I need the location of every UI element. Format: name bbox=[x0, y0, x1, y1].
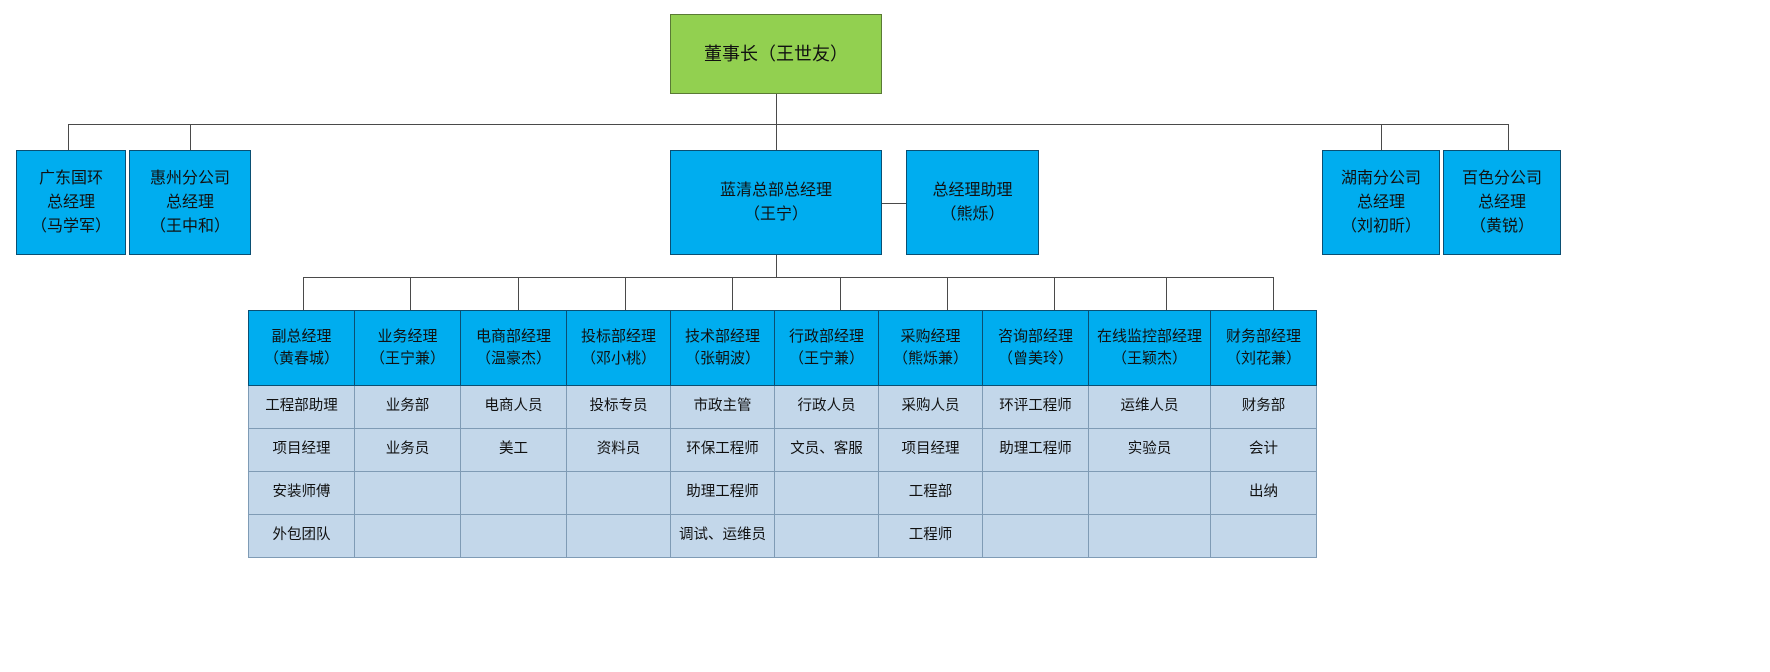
department-empty-cell bbox=[354, 471, 461, 515]
department-header-cell[interactable]: 采购经理 （熊烁兼） bbox=[878, 310, 983, 386]
department-staff-cell[interactable]: 调试、运维员 bbox=[670, 514, 775, 558]
department-staff-cell[interactable]: 业务部 bbox=[354, 385, 461, 429]
department-header-cell[interactable]: 副总经理 （黄春城） bbox=[248, 310, 355, 386]
node-guangdong-gm[interactable]: 广东国环 总经理 （马学军） bbox=[16, 150, 126, 255]
connector-hq-to-assistant bbox=[882, 203, 906, 204]
department-empty-cell bbox=[1210, 514, 1317, 558]
department-staff-cell[interactable]: 采购人员 bbox=[878, 385, 983, 429]
node-huizhou-branch-gm[interactable]: 惠州分公司 总经理 （王中和） bbox=[129, 150, 251, 255]
department-staff-row: 外包团队 调试、运维员 工程师 bbox=[248, 514, 1317, 558]
department-staff-cell[interactable]: 财务部 bbox=[1210, 385, 1317, 429]
department-empty-cell bbox=[460, 471, 567, 515]
connector-drop-dept-8 bbox=[1054, 277, 1055, 310]
department-matrix: 副总经理 （黄春城）业务经理 （王宁兼）电商部经理 （温豪杰）投标部经理 （邓小… bbox=[248, 310, 1317, 558]
department-empty-cell bbox=[1088, 514, 1211, 558]
department-staff-cell[interactable]: 助理工程师 bbox=[670, 471, 775, 515]
department-empty-cell bbox=[566, 514, 671, 558]
connector-drop-dept-4 bbox=[625, 277, 626, 310]
department-empty-cell bbox=[566, 471, 671, 515]
department-empty-cell bbox=[1088, 471, 1211, 515]
department-header-cell[interactable]: 技术部经理 （张朝波） bbox=[670, 310, 775, 386]
department-staff-cell[interactable]: 美工 bbox=[460, 428, 567, 472]
connector-drop-dept-7 bbox=[947, 277, 948, 310]
department-staff-cell[interactable]: 项目经理 bbox=[248, 428, 355, 472]
connector-drop-huizhou bbox=[190, 124, 191, 150]
department-staff-cell[interactable]: 工程师 bbox=[878, 514, 983, 558]
department-staff-cell[interactable]: 文员、客服 bbox=[774, 428, 879, 472]
department-header-cell[interactable]: 电商部经理 （温豪杰） bbox=[460, 310, 567, 386]
connector-drop-guangdong bbox=[68, 124, 69, 150]
node-chairman[interactable]: 董事长（王世友） bbox=[670, 14, 882, 94]
department-empty-cell bbox=[982, 471, 1089, 515]
department-staff-row: 项目经理业务员美工资料员环保工程师文员、客服项目经理助理工程师实验员会计 bbox=[248, 428, 1317, 472]
connector-chairman-stem bbox=[776, 94, 777, 124]
connector-drop-dept-2 bbox=[410, 277, 411, 310]
department-staff-cell[interactable]: 运维人员 bbox=[1088, 385, 1211, 429]
node-gm-assistant[interactable]: 总经理助理 （熊烁） bbox=[906, 150, 1039, 255]
department-staff-cell[interactable]: 环保工程师 bbox=[670, 428, 775, 472]
connector-drop-dept-3 bbox=[518, 277, 519, 310]
department-staff-row: 工程部助理业务部电商人员投标专员市政主管行政人员采购人员环评工程师运维人员财务部 bbox=[248, 385, 1317, 429]
connector-drop-hq bbox=[776, 124, 777, 150]
department-staff-cell[interactable]: 工程部 bbox=[878, 471, 983, 515]
department-staff-cell[interactable]: 行政人员 bbox=[774, 385, 879, 429]
connector-drop-dept-6 bbox=[840, 277, 841, 310]
connector-drop-hunan bbox=[1381, 124, 1382, 150]
department-staff-cell[interactable]: 助理工程师 bbox=[982, 428, 1089, 472]
department-staff-cell[interactable]: 工程部助理 bbox=[248, 385, 355, 429]
node-baise-branch-gm[interactable]: 百色分公司 总经理 （黄锐） bbox=[1443, 150, 1561, 255]
department-staff-cell[interactable]: 资料员 bbox=[566, 428, 671, 472]
department-empty-cell bbox=[774, 514, 879, 558]
department-header-cell[interactable]: 咨询部经理 （曾美玲） bbox=[982, 310, 1089, 386]
department-staff-cell[interactable]: 项目经理 bbox=[878, 428, 983, 472]
department-header-cell[interactable]: 行政部经理 （王宁兼） bbox=[774, 310, 879, 386]
department-header-row: 副总经理 （黄春城）业务经理 （王宁兼）电商部经理 （温豪杰）投标部经理 （邓小… bbox=[248, 310, 1317, 386]
department-staff-cell[interactable]: 环评工程师 bbox=[982, 385, 1089, 429]
department-staff-row: 安装师傅 助理工程师 工程部 出纳 bbox=[248, 471, 1317, 515]
connector-top-bus bbox=[68, 124, 1508, 125]
node-hunan-branch-gm[interactable]: 湖南分公司 总经理 （刘初昕） bbox=[1322, 150, 1440, 255]
department-staff-cell[interactable]: 外包团队 bbox=[248, 514, 355, 558]
department-staff-cell[interactable]: 市政主管 bbox=[670, 385, 775, 429]
department-header-cell[interactable]: 业务经理 （王宁兼） bbox=[354, 310, 461, 386]
node-hq-gm[interactable]: 蓝清总部总经理 （王宁） bbox=[670, 150, 882, 255]
connector-drop-baise bbox=[1508, 124, 1509, 150]
department-empty-cell bbox=[460, 514, 567, 558]
department-staff-cell[interactable]: 安装师傅 bbox=[248, 471, 355, 515]
department-header-cell[interactable]: 财务部经理 （刘花兼） bbox=[1210, 310, 1317, 386]
department-header-cell[interactable]: 在线监控部经理 （王颖杰） bbox=[1088, 310, 1211, 386]
connector-drop-dept-1 bbox=[303, 277, 304, 310]
connector-drop-dept-10 bbox=[1273, 277, 1274, 310]
department-empty-cell bbox=[982, 514, 1089, 558]
department-staff-cell[interactable]: 电商人员 bbox=[460, 385, 567, 429]
department-staff-cell[interactable]: 会计 bbox=[1210, 428, 1317, 472]
department-header-cell[interactable]: 投标部经理 （邓小桃） bbox=[566, 310, 671, 386]
department-staff-cell[interactable]: 业务员 bbox=[354, 428, 461, 472]
department-staff-cell[interactable]: 投标专员 bbox=[566, 385, 671, 429]
connector-drop-dept-9 bbox=[1166, 277, 1167, 310]
connector-hq-stem bbox=[776, 255, 777, 277]
department-staff-cell[interactable]: 实验员 bbox=[1088, 428, 1211, 472]
connector-dept-bus bbox=[303, 277, 1273, 278]
connector-drop-dept-5 bbox=[732, 277, 733, 310]
department-empty-cell bbox=[354, 514, 461, 558]
department-empty-cell bbox=[774, 471, 879, 515]
department-staff-cell[interactable]: 出纳 bbox=[1210, 471, 1317, 515]
